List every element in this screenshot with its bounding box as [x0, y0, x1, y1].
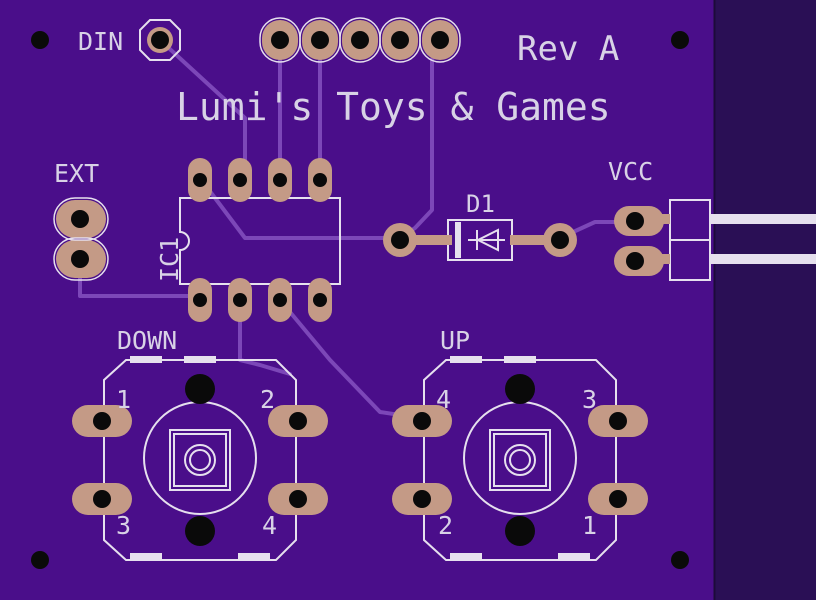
- drill-hole: [391, 31, 409, 49]
- ext-pad-outline: [53, 237, 109, 281]
- drill-hole: [351, 31, 369, 49]
- switch-down-pin-label: 2: [260, 385, 275, 414]
- switch-down-tab: [130, 553, 162, 560]
- ext-label: EXT: [54, 159, 99, 188]
- switch-up-pin-label: 2: [438, 511, 453, 540]
- drill-hole: [233, 173, 247, 187]
- drill-hole: [271, 31, 289, 49]
- vcc-pad-neck: [654, 214, 670, 224]
- drill-hole: [609, 412, 627, 430]
- drill-hole: [609, 490, 627, 508]
- trace: [158, 38, 247, 170]
- d1-symbol: [468, 228, 505, 252]
- mount-hole: [671, 31, 689, 49]
- din-label: DIN: [78, 27, 123, 56]
- ic1-label: IC1: [155, 237, 184, 282]
- switch-up-tab: [450, 553, 482, 560]
- drill-hole: [71, 250, 89, 268]
- drill-holes: [31, 31, 689, 569]
- switch-down-cap-inner: [189, 449, 211, 471]
- pad-outlines: [53, 17, 461, 281]
- switch-up-cap: [504, 444, 536, 476]
- drill-hole: [273, 293, 287, 307]
- drill-hole: [431, 31, 449, 49]
- switch-up-tab: [504, 356, 536, 363]
- drill-hole: [93, 490, 111, 508]
- switch-down-button-square: [169, 429, 231, 491]
- switch-down-mount-hole: [185, 516, 215, 546]
- switch-down-pin-label: 4: [262, 511, 277, 540]
- silkscreen-marks: [130, 222, 590, 560]
- drill-hole: [93, 412, 111, 430]
- trace: [238, 296, 292, 376]
- drill-hole: [311, 31, 329, 49]
- switch-down-mount-hole: [185, 374, 215, 404]
- drill-hole: [391, 231, 409, 249]
- drill-hole: [413, 412, 431, 430]
- drill-hole: [626, 212, 644, 230]
- switch-up-tab: [450, 356, 482, 363]
- drill-hole: [151, 31, 169, 49]
- drill-hole: [313, 173, 327, 187]
- d1-label: D1: [466, 190, 495, 218]
- vcc-pad-neck: [654, 254, 670, 264]
- ext-pad-outline: [53, 197, 109, 241]
- vcc-pin: [710, 214, 816, 224]
- drill-hole: [551, 231, 569, 249]
- switch-up-tab: [558, 553, 590, 560]
- switch-down-pin-label: 1: [116, 385, 131, 414]
- switch-up-pin-label: 4: [436, 385, 451, 414]
- header-pad-outline: [419, 17, 461, 63]
- switch-up-mount-hole: [505, 516, 535, 546]
- switch-down-tab: [184, 356, 216, 363]
- switch-up-mount-hole: [505, 374, 535, 404]
- drill-hole: [193, 293, 207, 307]
- board-title: Lumi's Toys & Games: [176, 85, 611, 129]
- revision-label: Rev A: [517, 29, 619, 69]
- mount-hole: [671, 551, 689, 569]
- vcc-connector-pins: [710, 214, 816, 264]
- din-pad-outline: [139, 19, 181, 61]
- switch-down-tab: [238, 553, 270, 560]
- drill-hole: [413, 490, 431, 508]
- drill-hole: [233, 293, 247, 307]
- switch-up-button-square: [489, 429, 551, 491]
- switch-up-pin-label: 3: [582, 385, 597, 414]
- d1-lead: [412, 235, 452, 245]
- down-label: DOWN: [117, 326, 177, 355]
- switch-up-cap-inner: [509, 449, 531, 471]
- mount-hole: [31, 31, 49, 49]
- switch-down-tab: [130, 356, 162, 363]
- drill-hole: [289, 412, 307, 430]
- switch-up-button-inner: [493, 433, 547, 487]
- switch-down-cap: [184, 444, 216, 476]
- d1-lead: [510, 235, 550, 245]
- drill-hole: [273, 173, 287, 187]
- switch-down-button-inner: [173, 433, 227, 487]
- drill-hole: [193, 173, 207, 187]
- d1-cathode-band: [455, 222, 461, 258]
- drill-hole: [626, 252, 644, 270]
- ic1-outline: [179, 197, 341, 285]
- mount-hole: [31, 551, 49, 569]
- vcc-label: VCC: [608, 157, 653, 186]
- switch-down-pin-label: 3: [116, 511, 131, 540]
- up-label: UP: [440, 326, 470, 355]
- switch-up-pin-label: 1: [582, 511, 597, 540]
- drill-hole: [71, 210, 89, 228]
- drill-hole: [289, 490, 307, 508]
- vcc-pin: [710, 254, 816, 264]
- drill-hole: [313, 293, 327, 307]
